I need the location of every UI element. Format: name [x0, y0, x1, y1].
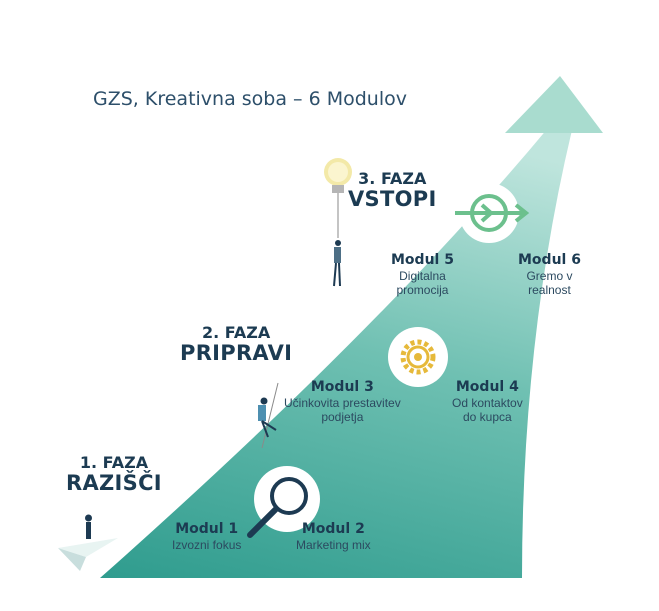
- module-2-desc: Marketing mix: [296, 537, 371, 552]
- diagram-title: GZS, Kreativna soba – 6 Modulov: [93, 88, 407, 110]
- module-6-desc-line-1: Gremo v: [526, 268, 573, 283]
- module-3-desc-line-1: Učinkovita prestavitev: [284, 395, 401, 410]
- module-2: Modul 2 Marketing mix: [296, 521, 371, 552]
- paper-plane-icon: [58, 514, 118, 571]
- phase-1-number: 1. FAZA: [79, 453, 149, 472]
- module-5: Modul 5 Digitalna promocija: [391, 252, 454, 298]
- growth-arrow: [100, 80, 602, 578]
- module-4-title: Modul 4: [455, 379, 519, 395]
- module-4: Modul 4 Od kontaktov do kupca: [452, 379, 523, 425]
- module-1: Modul 1 Izvozni fokus: [172, 521, 241, 552]
- module-4-desc-line-1: Od kontaktov: [452, 395, 523, 410]
- module-6: Modul 6 Gremo v realnost: [518, 252, 581, 298]
- module-5-desc-line-1: Digitalna: [399, 268, 446, 283]
- phase-2-verb: PRIPRAVI: [180, 340, 293, 365]
- phase-2-number: 2. FAZA: [201, 323, 271, 342]
- phase-3-verb: VSTOPI: [348, 186, 437, 211]
- phase-2-label: 2. FAZA PRIPRAVI: [180, 323, 293, 365]
- module-6-title: Modul 6: [518, 252, 581, 268]
- module-3-desc-line-2: podjetja: [321, 410, 364, 425]
- module-6-desc-line-2: realnost: [528, 283, 571, 298]
- module-5-desc-line-2: promocija: [396, 283, 449, 298]
- phase-1-verb: RAZIŠČI: [66, 470, 162, 495]
- magnifier-icon: [247, 466, 320, 538]
- module-4-desc-line-2: do kupca: [463, 410, 512, 425]
- lightbulb-icon: [324, 158, 352, 287]
- module-3: Modul 3 Učinkovita prestavitev podjetja: [284, 379, 401, 425]
- phase-3-label: 3. FAZA VSTOPI: [348, 169, 437, 211]
- gear-icon: [388, 327, 448, 387]
- phase-3-number: 3. FAZA: [358, 169, 427, 188]
- module-1-desc: Izvozni fokus: [172, 537, 242, 552]
- module-3-title: Modul 3: [310, 379, 374, 395]
- climber-figure-icon: [258, 382, 279, 449]
- module-1-title: Modul 1: [175, 521, 239, 537]
- arrow-target-icon: [455, 183, 530, 243]
- module-5-title: Modul 5: [391, 252, 454, 268]
- module-2-title: Modul 2: [301, 521, 365, 537]
- phase-1-label: 1. FAZA RAZIŠČI: [66, 453, 162, 495]
- arrow-head: [505, 76, 603, 133]
